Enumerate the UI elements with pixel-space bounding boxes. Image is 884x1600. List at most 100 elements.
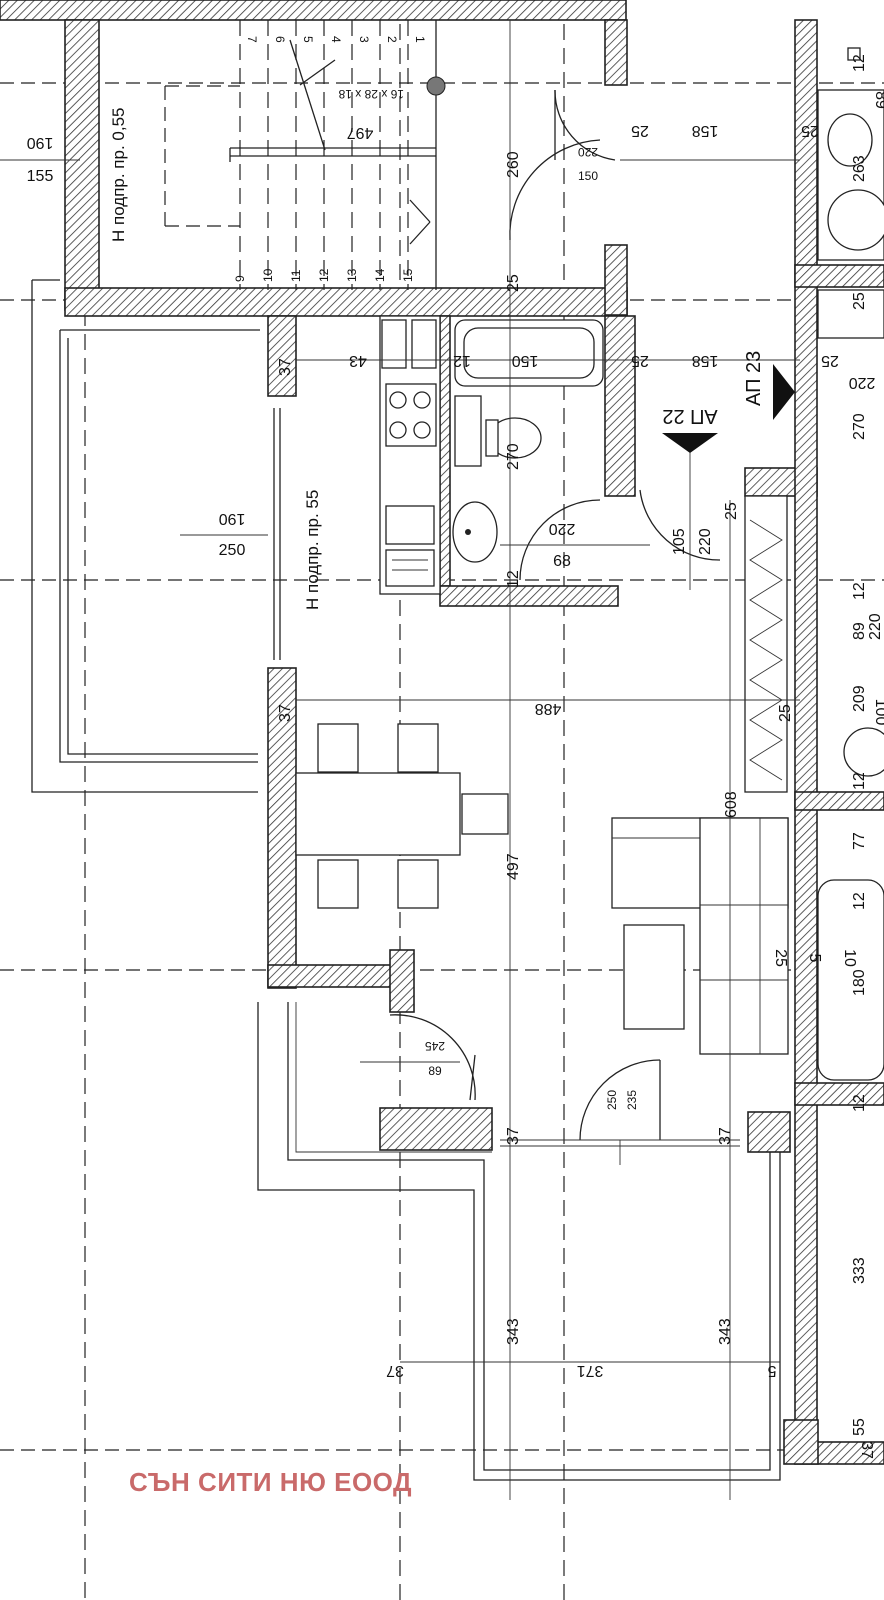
dim-497a: 497 [347,124,374,141]
stair-number: 7 [245,36,259,43]
dim-25c: 25 [505,274,522,292]
stair-number: 1 [413,36,427,43]
apartment-label-ap22: АП 22 [662,405,717,427]
dim-55: 55 [851,1418,868,1436]
dim-25a: 25 [631,122,649,139]
dim-180: 180 [851,969,868,996]
stair-number: 15 [401,268,415,282]
dimension-texts-vertical: 260 25 37 270 105 220 25 12 37 25 608 49… [277,54,884,1436]
dim-220a: 220 [578,145,598,159]
dim-220c: 220 [549,520,576,537]
neighbour-fixtures [817,47,884,1081]
walls [0,0,884,1465]
dim-89a: 89 [872,91,884,109]
dim-25b: 25 [801,122,819,139]
dim-270a: 270 [505,443,522,470]
dim-158a: 158 [692,122,719,139]
stair-number: 12 [317,268,331,282]
stair-number: 2 [385,36,399,43]
kitchen-fixtures [379,315,441,595]
stair-number: 10 [261,268,275,282]
dim-105: 105 [671,528,688,555]
dim-333: 333 [851,1257,868,1284]
stair-number: 5 [301,36,315,43]
dim-12a: 12 [851,54,868,72]
doors [389,89,740,1147]
dimension-lines [0,20,800,1500]
dim-150a: 150 [578,169,598,183]
dim-12d: 12 [851,582,868,600]
dim-100: 100 [872,699,884,726]
dim-37c: 37 [505,1127,522,1145]
dim-220d: 220 [697,528,714,555]
dim-25e: 25 [631,352,649,369]
dim-343a: 343 [505,1318,522,1345]
dim-12b: 12 [453,352,471,369]
dim-37b: 37 [277,704,294,722]
dim-250b: 250 [605,1090,619,1110]
dim-5a: 5 [806,954,823,963]
dimension-texts: 155 150 250 68 89 [27,168,599,1078]
company-watermark: СЪН СИТИ НЮ ЕООД [129,1467,413,1497]
stair-number: 13 [345,268,359,282]
dim-235: 235 [625,1090,639,1110]
dim-220e: 220 [867,613,884,640]
dim-12c: 12 [505,570,522,588]
dim-89b: 89 [851,622,868,640]
dim-12f: 12 [851,892,868,910]
dining-set [295,723,509,909]
dim-371: 371 [577,1362,604,1379]
dim-150b: 150 [512,352,539,369]
dim-260: 260 [505,151,522,178]
dim-37e: 37 [386,1362,404,1379]
dim-497b: 497 [505,853,522,880]
stair-number: 4 [329,36,343,43]
stair-numbers: 7 6 5 4 3 2 1 9 10 11 12 13 14 15 16 x 2… [233,36,427,282]
dim-25h: 25 [777,704,794,722]
stair-number: 14 [373,268,387,282]
apartment-markers: АП 22 АП 23 [662,351,795,453]
dim-12g: 12 [851,1094,868,1112]
dim-37d: 37 [717,1127,734,1145]
balcony-outlines [31,279,781,1481]
wardrobe [744,495,788,793]
dimension-texts-right-inverted: 89 100 25 5 10 37 [772,91,884,1459]
dim-190b: 190 [219,510,246,527]
stair-number: 9 [233,275,247,282]
stairs-spec-label: 16 x 28 x 18 [338,87,404,101]
bathroom-fixtures [452,319,604,563]
dim-190a: 190 [27,134,54,151]
dim-270b: 270 [851,413,868,440]
staircase [164,20,446,290]
dim-245: 245 [425,1039,445,1053]
dim-209: 209 [851,685,868,712]
dim-37a: 37 [277,358,294,376]
dim-10: 10 [841,949,858,967]
living-furniture [611,817,789,1055]
dim-158b: 158 [692,352,719,369]
apartment-label-ap23: АП 23 [743,351,765,406]
height-label-mid: Н подпр. пр. 55 [303,490,322,610]
dim-5b: 5 [767,1362,776,1379]
dim-488: 488 [535,700,562,717]
height-label-top: Н подпр. пр. 0,55 [109,107,128,242]
dim-89c: 89 [428,1064,442,1078]
dim-25i: 25 [772,949,789,967]
dimension-texts-inverted: 190 497 220 25 158 25 43 12 150 25 158 2… [27,122,876,1379]
dim-250a: 250 [219,542,246,559]
dim-155: 155 [27,168,54,185]
dim-25g: 25 [723,502,740,520]
stair-number: 6 [273,36,287,43]
stair-number: 3 [357,36,371,43]
dim-608: 608 [723,791,740,818]
dim-68: 68 [553,553,571,570]
dim-263: 263 [851,155,868,182]
dim-343b: 343 [717,1318,734,1345]
dim-77: 77 [851,832,868,850]
dim-43: 43 [349,352,367,369]
dim-37f: 37 [858,1441,875,1459]
dim-25d: 25 [851,292,868,310]
dim-25f: 25 [821,352,839,369]
dim-12e: 12 [851,772,868,790]
